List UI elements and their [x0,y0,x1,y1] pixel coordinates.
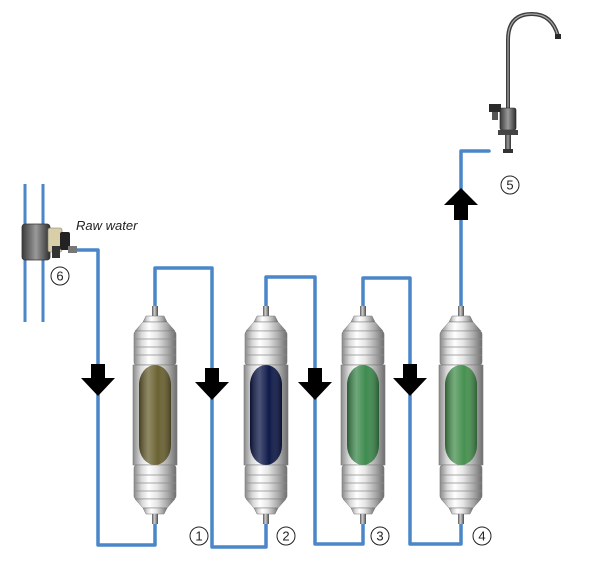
raw-water-label: Raw water [76,218,138,233]
filter-cartridge-2 [243,305,289,525]
stage-number-5: 5 [506,178,513,193]
arrow-down-icon [393,364,427,396]
stage-marker-3: 3 [370,526,390,546]
inlet-valve-icon [21,184,77,322]
stage-marker-2: 2 [276,526,296,546]
filter-cartridge-4 [438,305,484,525]
pipe-filter-1-to-filter-2 [153,266,268,549]
arrow-down-icon [81,364,115,396]
stage-number-1: 1 [195,529,202,544]
filter-cartridge-1 [132,305,178,525]
stage-marker-5: 5 [500,175,520,195]
pipe-filter-4-to-faucet [459,149,491,308]
stage-number-6: 6 [56,269,63,284]
stage-marker-1: 1 [189,526,209,546]
pipe-inlet-to-filter-1 [73,248,157,547]
arrow-down-icon [195,368,229,400]
stage-number-3: 3 [376,529,383,544]
stage-marker-6: 6 [50,266,70,286]
stage-marker-4: 4 [472,526,492,546]
arrow-up-icon [444,188,478,220]
faucet-icon [489,11,561,153]
stage-number-4: 4 [478,529,485,544]
stage-number-2: 2 [282,529,289,544]
pipe-network [73,149,491,549]
pipe-filter-3-to-filter-4 [361,276,463,546]
filter-cartridge-3 [340,305,386,525]
pipe-filter-2-to-filter-3 [264,275,365,546]
arrow-down-icon [298,368,332,400]
